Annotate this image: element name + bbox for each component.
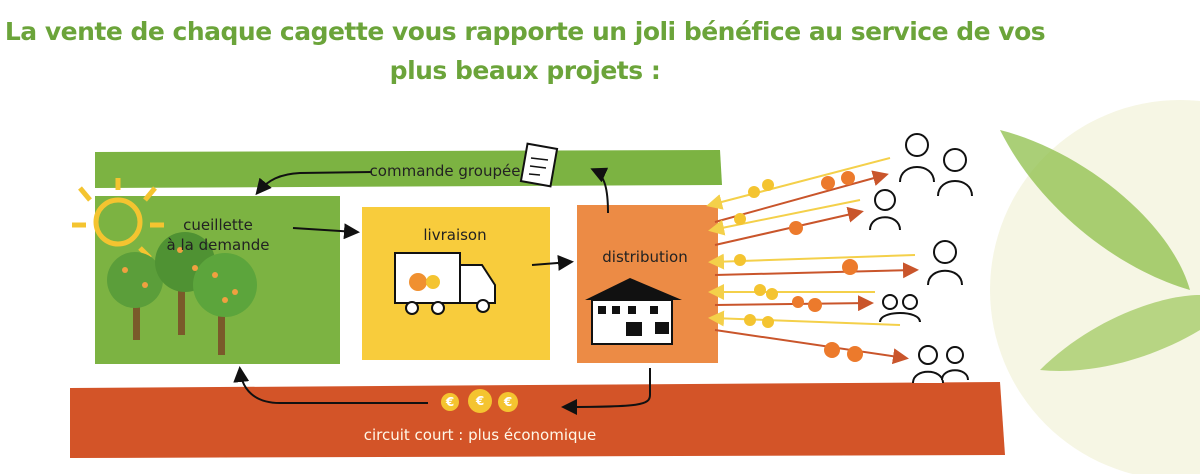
- step-delivery-label: livraison: [423, 226, 486, 244]
- arrow-order-to-harvest: [255, 171, 373, 196]
- delivery-truck-icon: [394, 252, 496, 315]
- sun-icon: [72, 178, 164, 260]
- step-harvest-line1: cueillette: [183, 216, 253, 234]
- coin-symbol: €: [445, 395, 454, 409]
- arrow-distribution-to-savings: [561, 368, 651, 415]
- customer-flows: [706, 157, 919, 365]
- orange-trees-icon: [107, 232, 257, 355]
- page-heading: La vente de chaque cagette vous rapporte…: [4, 17, 1046, 85]
- bottom-band: [70, 382, 1005, 458]
- step-distribution-label: distribution: [602, 248, 687, 266]
- arrow-delivery-to-distribution: [531, 254, 574, 271]
- euro-coins-icon: € € €: [441, 389, 518, 413]
- top-band-label: commande groupée: [370, 162, 521, 180]
- arrow-harvest-to-delivery: [292, 223, 360, 240]
- arrow-savings-to-harvest: [233, 366, 428, 404]
- top-band: [95, 150, 722, 188]
- bottom-band-label: circuit court : plus économique: [364, 426, 597, 444]
- arrow-distribution-to-order: [590, 167, 609, 214]
- leaf-decoration: [990, 100, 1200, 474]
- coin-symbol: €: [475, 394, 484, 408]
- customers-icon: [869, 133, 973, 384]
- step-harvest-line2: à la demande: [167, 236, 270, 254]
- coin-symbol: €: [503, 395, 512, 409]
- oranges-and-coins: [734, 171, 863, 362]
- house-icon: [585, 278, 682, 345]
- order-form-icon: [519, 142, 559, 188]
